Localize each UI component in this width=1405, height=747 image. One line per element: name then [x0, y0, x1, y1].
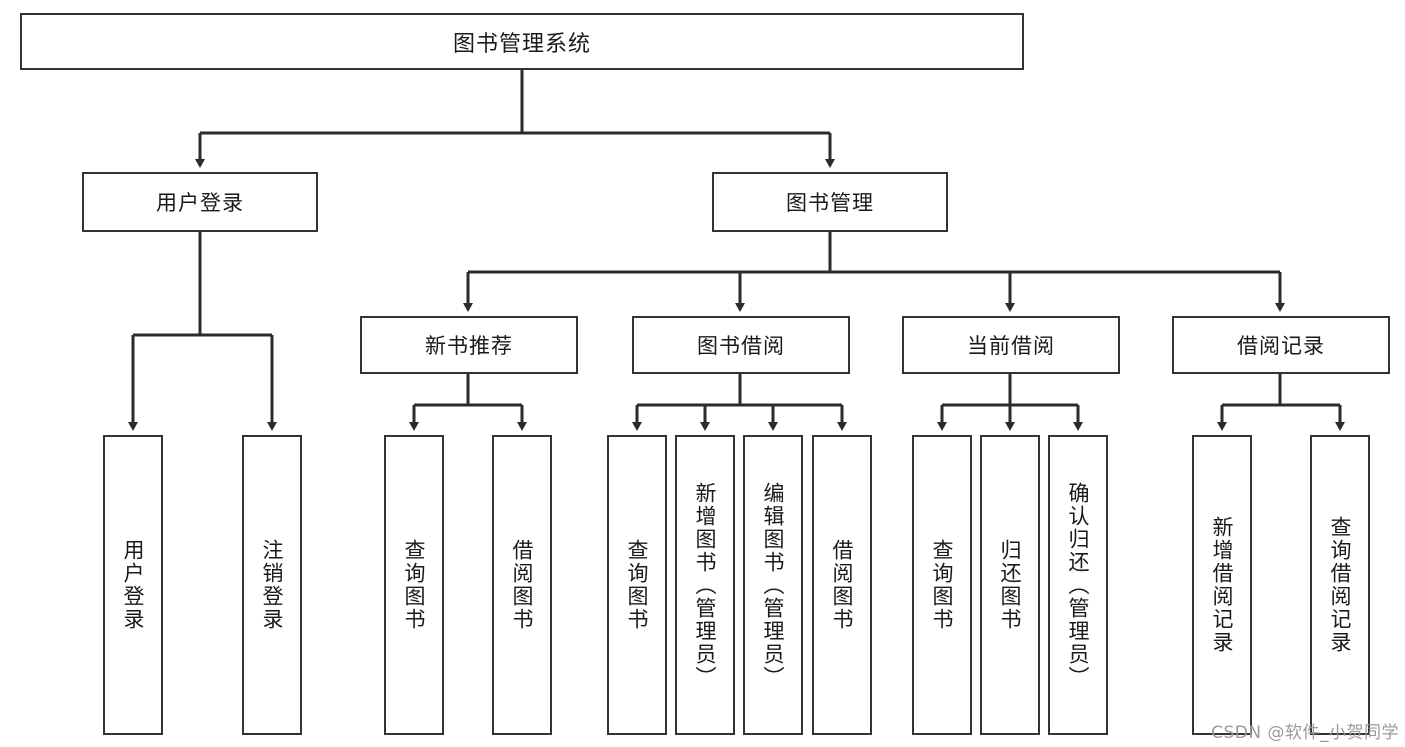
leaf-query-book-2[interactable]: 查询图书	[607, 435, 667, 735]
node-new-book-recommend-label: 新书推荐	[425, 334, 513, 358]
node-book-borrow-label: 图书借阅	[697, 334, 785, 358]
node-book-management-label: 图书管理	[786, 191, 874, 215]
leaf-query-record-label: 查询借阅记录	[1328, 516, 1353, 654]
leaf-edit-book[interactable]: 编辑图书（管理员）	[743, 435, 803, 735]
leaf-borrow-book-1[interactable]: 借阅图书	[492, 435, 552, 735]
node-book-management[interactable]: 图书管理	[712, 172, 948, 232]
node-current-borrow-label: 当前借阅	[967, 334, 1055, 358]
csdn-watermark: CSDN @软件_小贺同学	[1211, 723, 1399, 743]
leaf-query-record[interactable]: 查询借阅记录	[1310, 435, 1370, 735]
leaf-query-book-3-label: 查询图书	[930, 539, 955, 631]
leaf-borrow-book-2-label: 借阅图书	[830, 539, 855, 631]
leaf-borrow-book-2[interactable]: 借阅图书	[812, 435, 872, 735]
node-root-label: 图书管理系统	[452, 31, 591, 57]
node-borrow-record-label: 借阅记录	[1237, 334, 1325, 358]
node-book-borrow[interactable]: 图书借阅	[632, 316, 850, 374]
leaf-return-book-label: 归还图书	[998, 539, 1023, 631]
leaf-add-book[interactable]: 新增图书（管理员）	[675, 435, 735, 735]
leaf-borrow-book-1-label: 借阅图书	[510, 539, 535, 631]
leaf-confirm-return-label: 确认归还（管理员）	[1066, 481, 1091, 689]
leaf-logout-login-label: 注销登录	[260, 539, 285, 631]
node-current-borrow[interactable]: 当前借阅	[902, 316, 1120, 374]
leaf-add-record-label: 新增借阅记录	[1210, 516, 1235, 654]
leaf-user-login[interactable]: 用户登录	[103, 435, 163, 735]
leaf-return-book[interactable]: 归还图书	[980, 435, 1040, 735]
node-user-login-label: 用户登录	[156, 191, 244, 215]
leaf-user-login-label: 用户登录	[121, 539, 146, 631]
leaf-add-book-label: 新增图书（管理员）	[693, 481, 718, 689]
leaf-add-record[interactable]: 新增借阅记录	[1192, 435, 1252, 735]
leaf-query-book-3[interactable]: 查询图书	[912, 435, 972, 735]
node-user-login[interactable]: 用户登录	[82, 172, 318, 232]
leaf-confirm-return[interactable]: 确认归还（管理员）	[1048, 435, 1108, 735]
node-new-book-recommend[interactable]: 新书推荐	[360, 316, 578, 374]
node-root[interactable]: 图书管理系统	[20, 13, 1024, 70]
leaf-query-book-1-label: 查询图书	[402, 539, 427, 631]
leaf-query-book-1[interactable]: 查询图书	[384, 435, 444, 735]
leaf-query-book-2-label: 查询图书	[625, 539, 650, 631]
leaf-logout-login[interactable]: 注销登录	[242, 435, 302, 735]
node-borrow-record[interactable]: 借阅记录	[1172, 316, 1390, 374]
leaf-edit-book-label: 编辑图书（管理员）	[761, 481, 786, 689]
